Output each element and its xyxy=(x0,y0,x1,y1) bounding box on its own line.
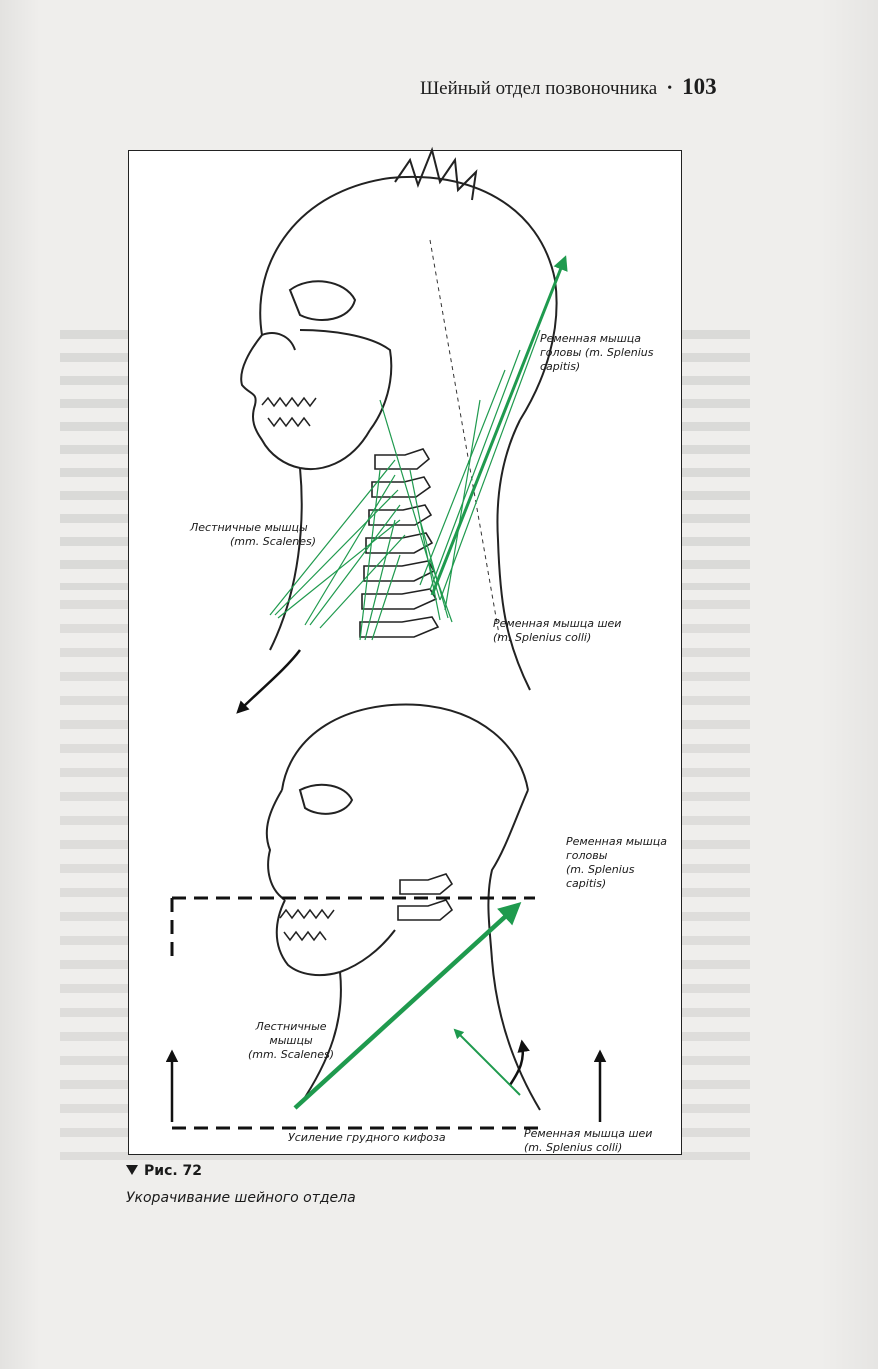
lower-label-splenius-capitis: Ременная мышца головы (m. Splenius capit… xyxy=(566,835,667,890)
lower-vertebrae xyxy=(397,873,454,921)
page-number: 103 xyxy=(682,74,717,99)
running-head: Шейный отдел позвоночника • 103 xyxy=(420,74,750,100)
figure-number: Рис. 72 xyxy=(126,1163,202,1179)
upper-muscle-fibers xyxy=(269,329,541,641)
upper-splenius-capitis-arrow xyxy=(430,255,568,596)
lower-green-arrows xyxy=(293,901,522,1110)
upper-label-splenius-capitis: Ременная мышца головы (m. Splenius capit… xyxy=(540,332,654,373)
lower-label-kyphosis: Усиление грудного кифоза xyxy=(288,1131,446,1144)
lower-label-splenius-colli: Ременная мышца шеи (m. Splenius colli) xyxy=(524,1127,653,1154)
lower-label-scalenes: Лестничные мышцы (mm. Scalenes) xyxy=(248,1020,335,1061)
lower-dashed-frames xyxy=(170,896,540,1130)
upper-label-scalenes: Лестничные мышцы (mm. Scalenes) xyxy=(190,521,317,548)
nape-arrow xyxy=(508,1039,530,1086)
separator-bullet: • xyxy=(667,81,673,96)
caption-triangle-icon xyxy=(126,1165,138,1175)
lower-skull-outline xyxy=(265,703,541,1111)
upper-label-splenius-colli: Ременная мышца шеи (m. Splenius colli) xyxy=(493,617,622,644)
upper-flexion-arrow xyxy=(236,649,301,714)
figure-frame xyxy=(128,150,682,1155)
lower-teeth xyxy=(279,908,335,942)
upper-teeth xyxy=(261,396,317,428)
upper-skull-outline xyxy=(240,146,558,691)
figure-caption: Укорачивание шейного отдела xyxy=(126,1190,356,1206)
upper-vertebrae xyxy=(359,448,440,638)
section-title: Шейный отдел позвоночника xyxy=(420,78,658,99)
